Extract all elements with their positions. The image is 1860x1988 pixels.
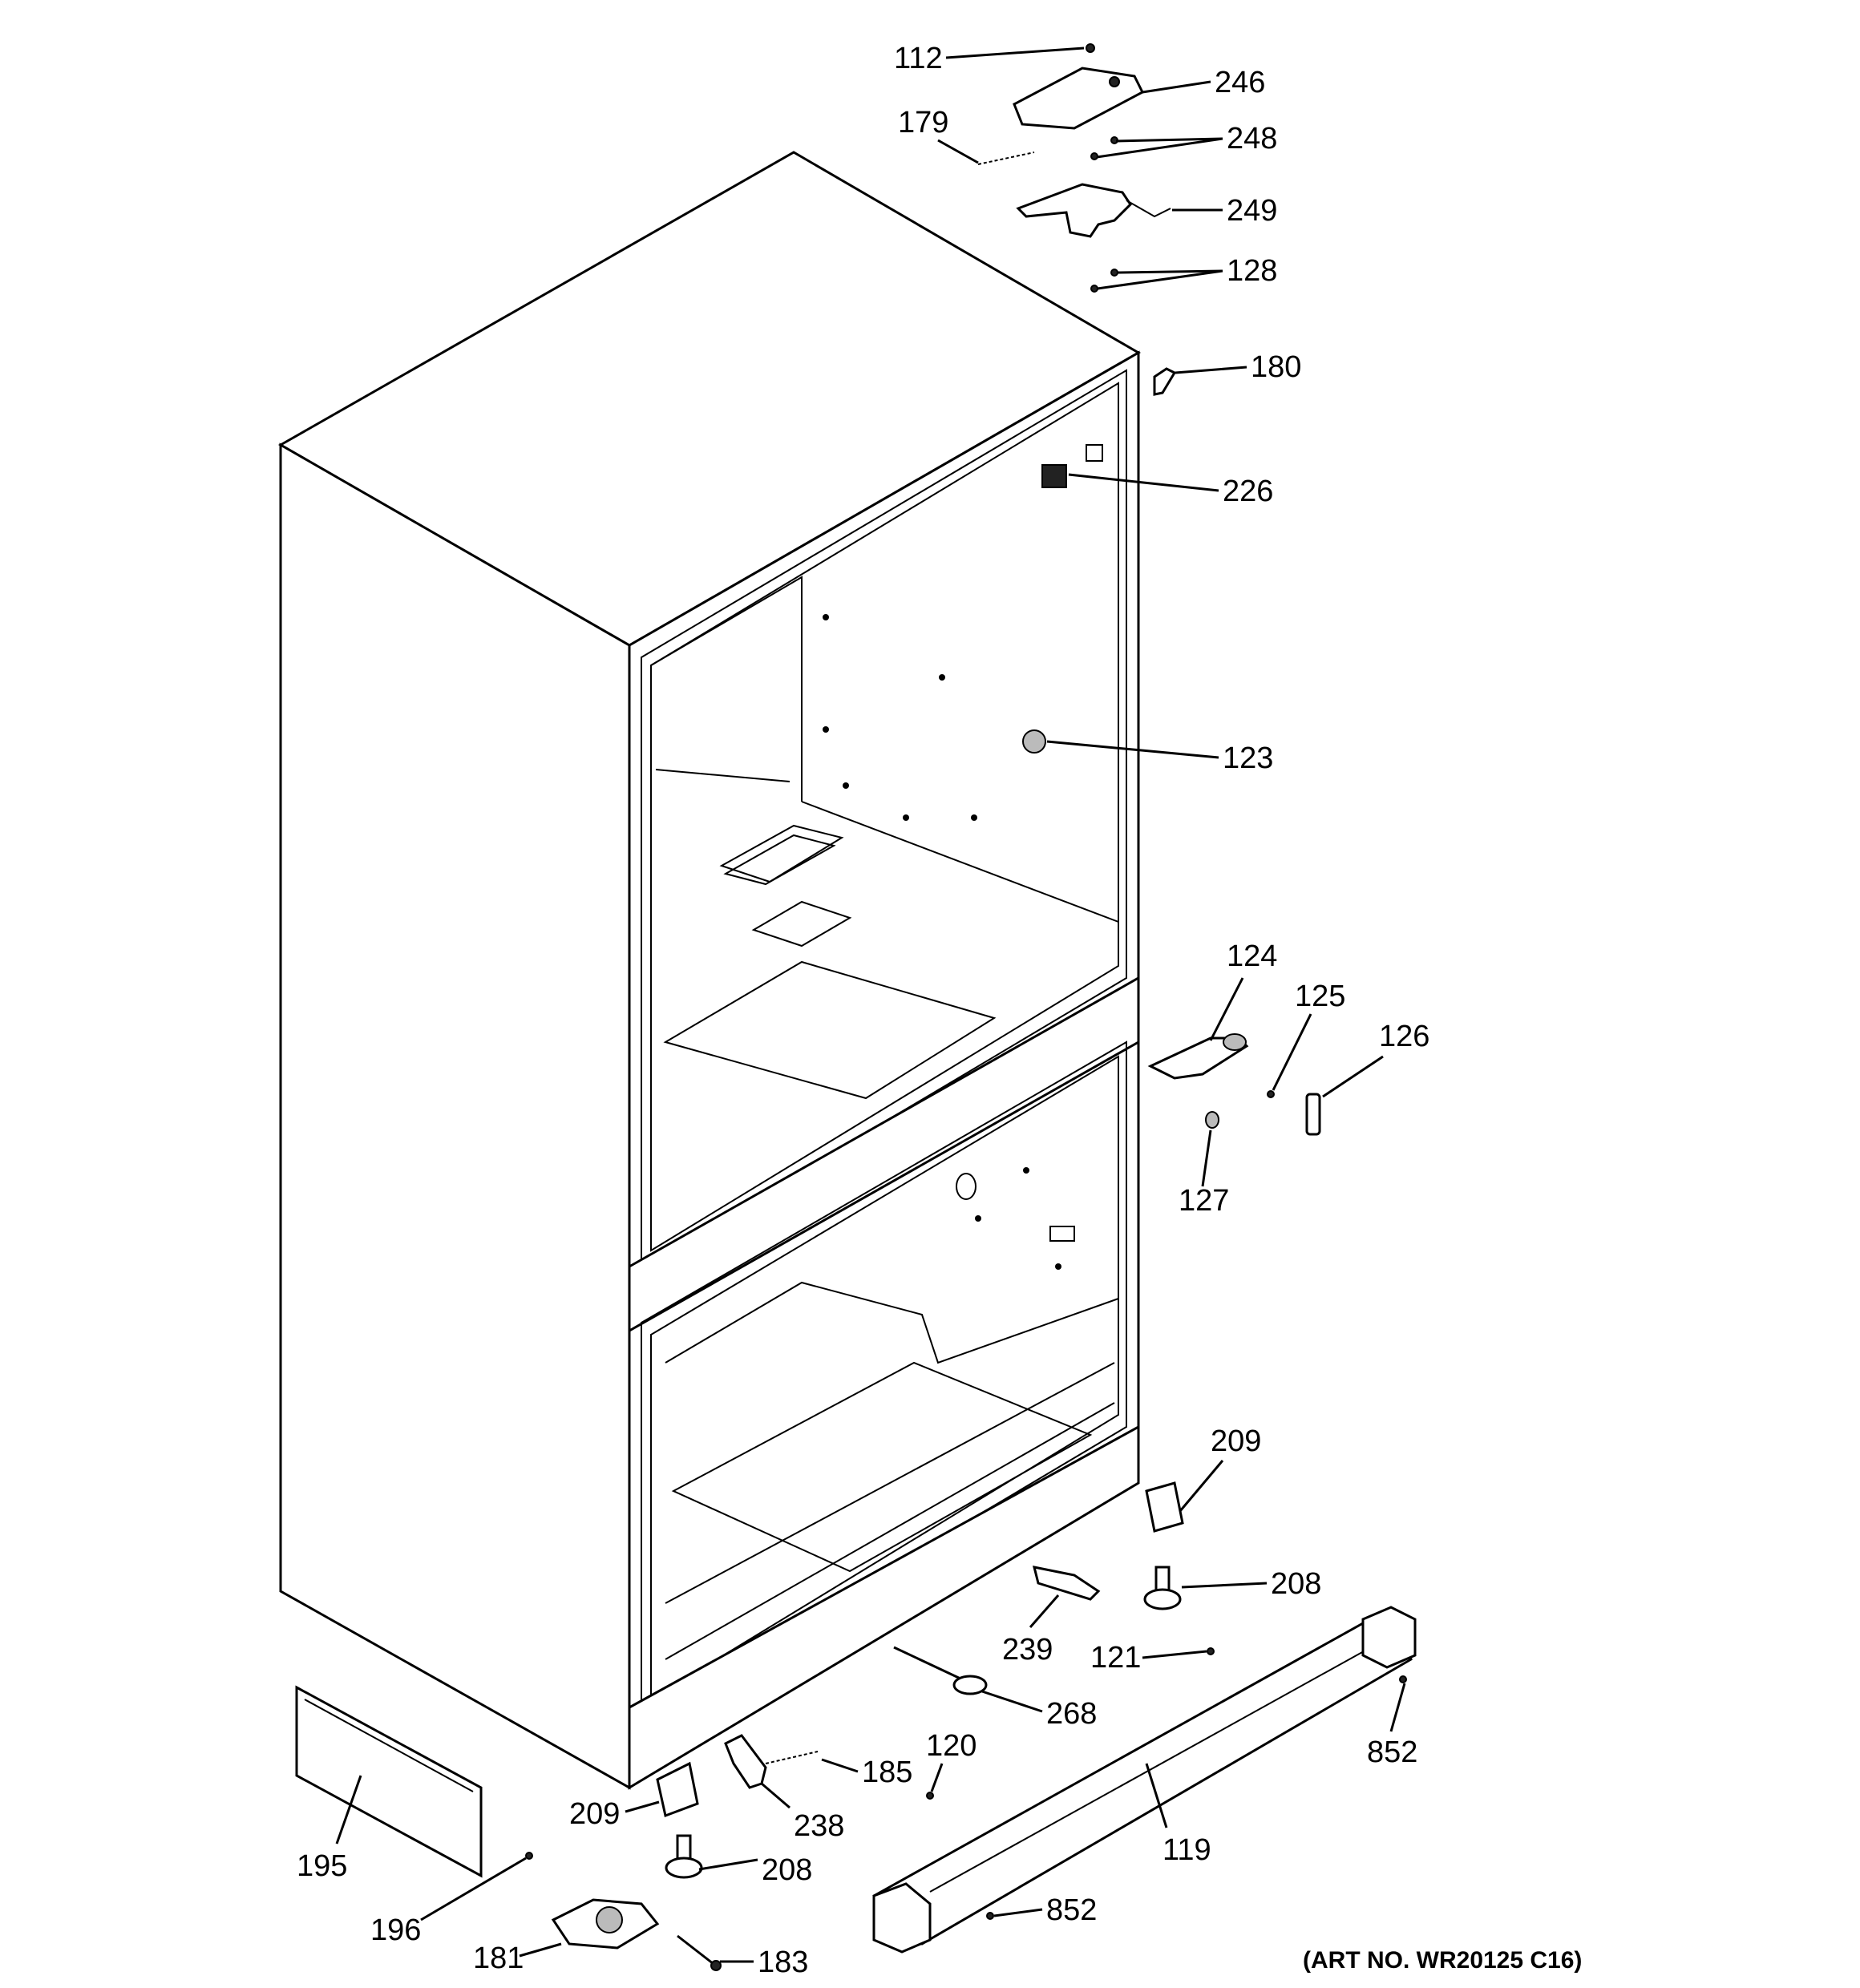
callout-239: 239: [1002, 1633, 1053, 1667]
callout-248: 248: [1227, 122, 1277, 156]
cabinet: [277, 151, 1141, 1790]
callout-183: 183: [758, 1946, 808, 1979]
callout-180: 180: [1251, 350, 1301, 384]
callout-195: 195: [297, 1849, 347, 1883]
art-number: (ART NO. WR20125 C16): [1303, 1947, 1582, 1974]
callout-127: 127: [1179, 1184, 1229, 1218]
callout-268: 268: [1046, 1697, 1097, 1731]
callout-123: 123: [1223, 741, 1273, 775]
callout-124: 124: [1227, 939, 1277, 973]
callout-226: 226: [1223, 475, 1273, 508]
callout-120: 120: [926, 1729, 976, 1763]
callout-112: 112: [894, 42, 943, 75]
callout-128: 128: [1227, 254, 1277, 288]
callout-181: 181: [473, 1942, 524, 1975]
callout-119: 119: [1162, 1833, 1211, 1867]
callout-852-left: 852: [1046, 1893, 1097, 1927]
callout-125: 125: [1295, 980, 1345, 1013]
center-hinge-parts: [1147, 1033, 1321, 1136]
callout-238: 238: [794, 1809, 844, 1843]
callout-246: 246: [1215, 66, 1265, 99]
callout-179: 179: [898, 106, 948, 139]
callout-852-right: 852: [1367, 1735, 1417, 1769]
callout-208-left: 208: [762, 1853, 812, 1887]
callout-209-left: 209: [569, 1797, 620, 1831]
callout-labels: 112 246 179 248 249 128 180 226 123 124 …: [297, 42, 1582, 1979]
leveling-and-roller-parts: [295, 1481, 1417, 1971]
leader-lines: [335, 46, 1406, 1963]
callout-185: 185: [862, 1756, 912, 1789]
callout-121: 121: [1090, 1641, 1141, 1675]
callout-196: 196: [370, 1913, 421, 1947]
callout-126: 126: [1379, 1020, 1429, 1053]
callout-249: 249: [1227, 194, 1277, 228]
callout-209-right: 209: [1211, 1424, 1261, 1458]
callout-208-right: 208: [1271, 1567, 1321, 1601]
